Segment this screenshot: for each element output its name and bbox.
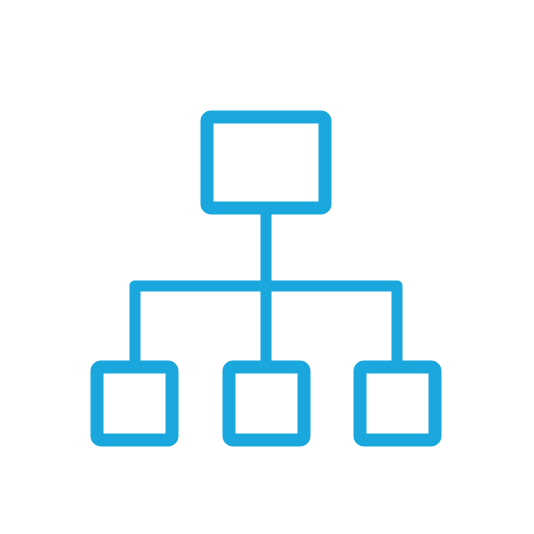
root-node-box <box>200 110 332 215</box>
child-node-box-left <box>90 360 179 447</box>
child-node-box-right <box>353 360 442 447</box>
child-node-box-center <box>222 360 311 447</box>
